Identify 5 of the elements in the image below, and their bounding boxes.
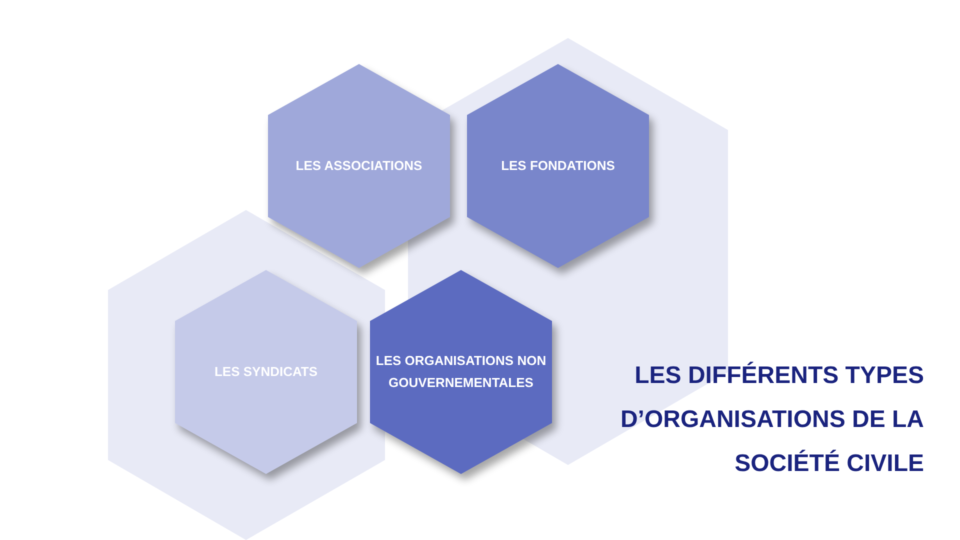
hexagon-label: LES FONDATIONS [501, 157, 615, 175]
hexagon-label: LES ASSOCIATIONS [296, 157, 422, 175]
hexagon-label: LES SYNDICATS [214, 363, 318, 381]
hexagon-label: LES ORGANISATIONS NON GOUVERNEMENTALES [374, 352, 548, 392]
title: LES DIFFÉRENTS TYPES D’ORGANISATIONS DE LA SOCIÉTÉ CIVILE [619, 360, 924, 479]
